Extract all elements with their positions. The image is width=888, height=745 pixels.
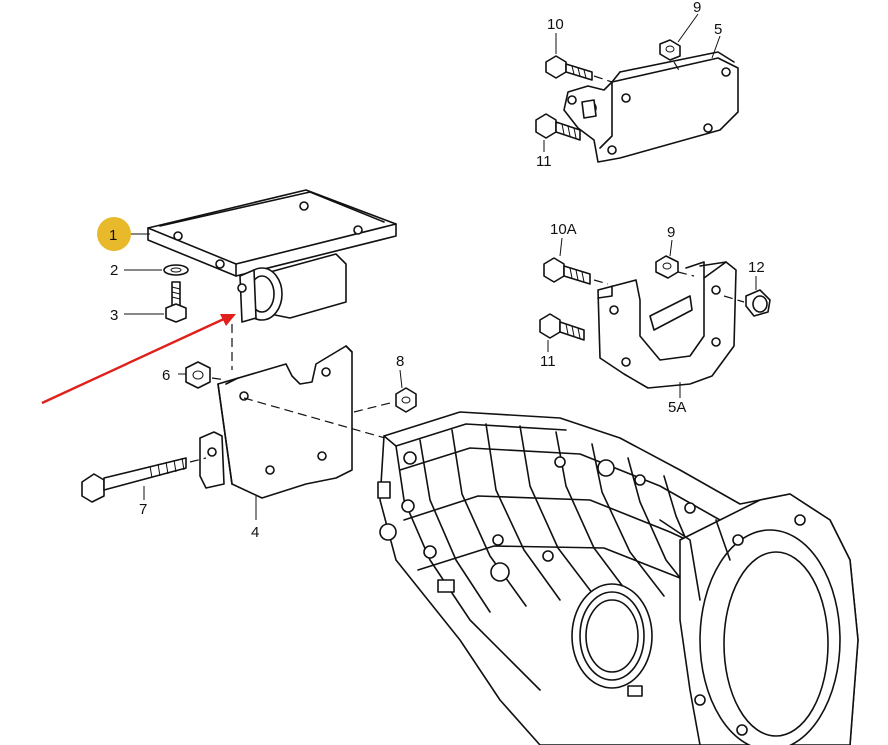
callout-11-top: 11 — [536, 153, 552, 170]
pointer-arrow — [41, 314, 236, 405]
nut-9-top — [659, 13, 699, 61]
nut-8 — [395, 369, 417, 413]
bracket-5 — [563, 57, 739, 163]
bracket-5a-group — [539, 237, 771, 398]
highlight-marker — [97, 217, 131, 251]
bushing-12 — [745, 276, 771, 317]
bracket-4 — [199, 345, 353, 520]
bolt-10a — [543, 237, 591, 285]
callout-5: 5 — [714, 21, 722, 38]
callout-6: 6 — [162, 367, 170, 384]
bolt-3 — [124, 281, 187, 323]
callout-3: 3 — [110, 307, 118, 324]
bolt-11-mid — [539, 313, 585, 352]
bolt-7 — [81, 457, 187, 503]
callout-4: 4 — [251, 524, 259, 541]
nut-6 — [178, 361, 211, 389]
callout-9-top: 9 — [693, 0, 701, 16]
bracket-5a — [597, 261, 737, 389]
bracket-5-group — [535, 13, 739, 163]
callout-5a: 5A — [668, 399, 686, 416]
callout-2: 2 — [110, 262, 118, 279]
callout-10: 10 — [547, 16, 564, 33]
mount-plate-1 — [147, 189, 397, 277]
bolt-10 — [545, 33, 593, 81]
nut-9-mid — [655, 239, 679, 279]
washer-2 — [124, 264, 189, 276]
callout-9-mid: 9 — [667, 224, 675, 241]
bolt-11-top — [535, 113, 581, 152]
callout-7: 7 — [139, 501, 147, 518]
callout-10a: 10A — [550, 221, 577, 238]
gearbox-housing — [377, 411, 859, 745]
mount-1-group — [128, 189, 397, 323]
callout-8: 8 — [396, 353, 404, 370]
callout-11-mid: 11 — [540, 353, 556, 370]
callout-12: 12 — [748, 259, 765, 276]
callout-1: 1 — [109, 227, 117, 244]
